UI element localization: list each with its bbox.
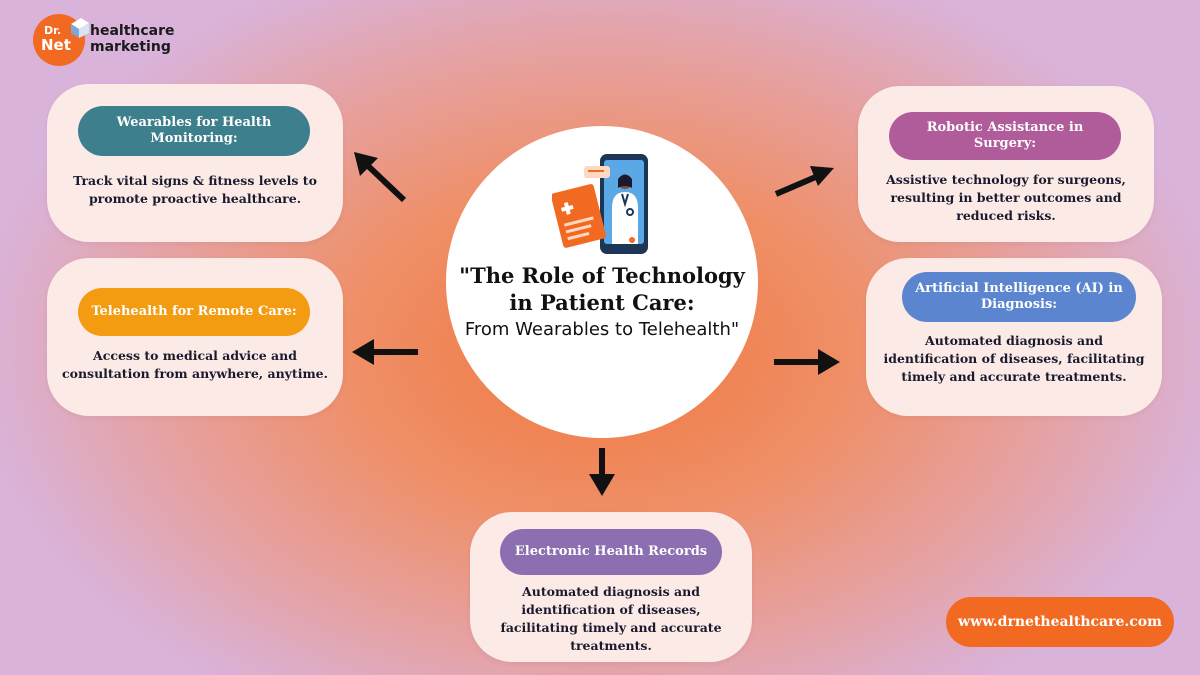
website-link-button[interactable]: www.drnethealthcare.com — [946, 597, 1174, 647]
arrow-down-icon — [589, 448, 615, 496]
logo-dr-text: Dr. — [44, 24, 62, 37]
text-telehealth: Access to medical advice and consultatio… — [62, 348, 328, 381]
logo-cube-icon — [71, 18, 89, 38]
heading-wearables: Wearables for Health Monitoring: — [78, 106, 310, 156]
arrow-right-icon — [774, 349, 840, 375]
heading-telehealth: Telehealth for Remote Care: — [78, 288, 310, 336]
heading-ehr: Electronic Health Records — [500, 529, 722, 575]
brand-logo[interactable]: Dr. Net healthcare marketing — [33, 14, 203, 70]
doctor-phone-illustration-icon — [552, 154, 648, 254]
arrow-left-icon — [352, 339, 418, 365]
text-robotic-surgery: Assistive technology for surgeons, resul… — [886, 172, 1126, 223]
text-ai-diagnosis: Automated diagnosis and identification o… — [883, 333, 1145, 384]
arrow-up-left-icon — [354, 152, 407, 203]
logo-line1: healthcare — [90, 23, 175, 39]
center-subtitle: From Wearables to Telehealth" — [464, 319, 740, 340]
logo-wordmark: healthcare marketing — [90, 23, 175, 55]
text-wearables: Track vital signs & fitness levels to pr… — [73, 173, 317, 206]
heading-robotic-surgery: Robotic Assistance in Surgery: — [889, 112, 1121, 160]
text-ehr: Automated diagnosis and identification o… — [500, 584, 722, 653]
center-title: "The Role of Technology in Patient Care: — [459, 263, 745, 315]
card-telehealth — [47, 258, 343, 416]
logo-line2: marketing — [90, 39, 171, 55]
logo-net-text: Net — [41, 36, 71, 54]
heading-ai-diagnosis: Artificial Intelligence (AI) in Diagnosi… — [902, 272, 1136, 322]
arrow-up-right-icon — [774, 166, 834, 197]
